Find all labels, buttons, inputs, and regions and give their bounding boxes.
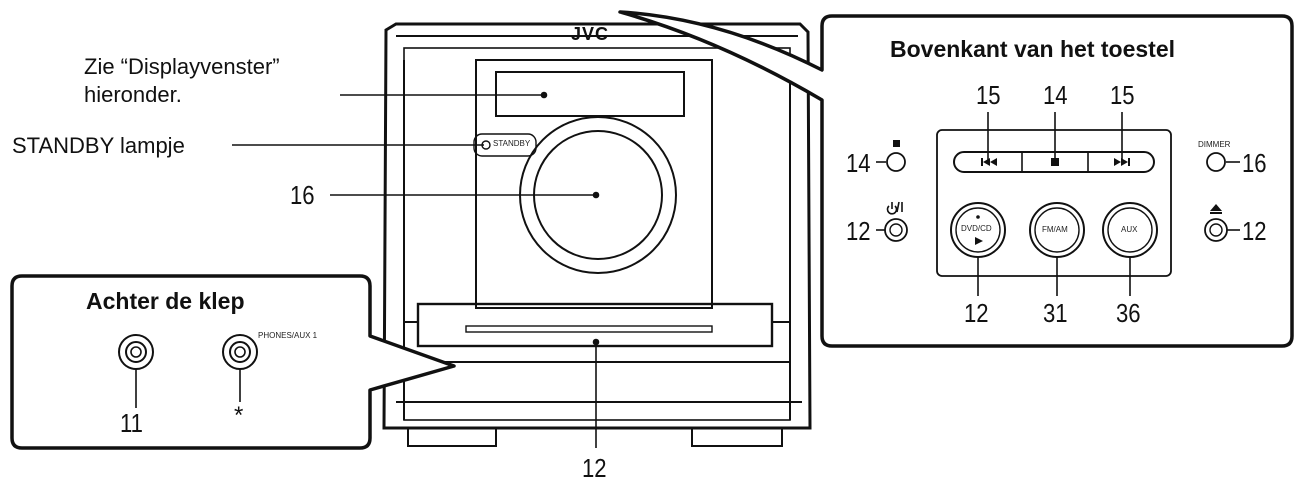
volume-ref: 16	[290, 180, 315, 210]
aux-ref: 36	[1116, 298, 1141, 328]
dimmer-label: DIMMER	[1198, 140, 1231, 149]
rear-callout-title: Achter de klep	[86, 288, 245, 314]
fm-am-button[interactable]: FM/AM	[1042, 225, 1068, 234]
skip-forward-ref: 15	[1110, 80, 1135, 110]
dvd-cd-ref: 12	[964, 298, 989, 328]
dvd-cd-button[interactable]: DVD/CD	[961, 224, 992, 233]
standby-text: STANDBY	[493, 139, 531, 148]
dimmer-ref: 16	[1242, 148, 1267, 178]
power-ref: 12	[846, 216, 871, 246]
display-note-line1: Zie “Displayvenster”	[84, 54, 280, 79]
top-callout-title: Bovenkant van het toestel	[890, 36, 1176, 62]
power-icon	[886, 201, 903, 215]
display-note-line2: hieronder.	[84, 82, 182, 107]
stop-ref: 14	[1043, 80, 1068, 110]
phones-aux-label: PHONES/AUX 1	[258, 331, 318, 340]
eject-ref: 12	[1242, 216, 1267, 246]
eject-icon	[1210, 204, 1222, 214]
leader-lines	[232, 91, 600, 448]
top-callout-box	[618, 10, 1294, 348]
standby-lamp-label: STANDBY lampje	[12, 133, 185, 158]
jack2-ref: *	[234, 402, 244, 429]
rear-callout-box	[10, 274, 456, 450]
stop-left-ref: 14	[846, 148, 871, 178]
stop-small-icon	[893, 140, 900, 147]
brand-logo: JVC	[571, 24, 610, 44]
aux-button[interactable]: AUX	[1121, 225, 1138, 234]
main-unit	[382, 22, 812, 447]
play-icon	[975, 237, 983, 245]
jack1-ref: 11	[120, 408, 143, 438]
skip-back-ref: 15	[976, 80, 1001, 110]
tray-ref: 12	[582, 453, 607, 483]
fm-am-ref: 31	[1043, 298, 1068, 328]
